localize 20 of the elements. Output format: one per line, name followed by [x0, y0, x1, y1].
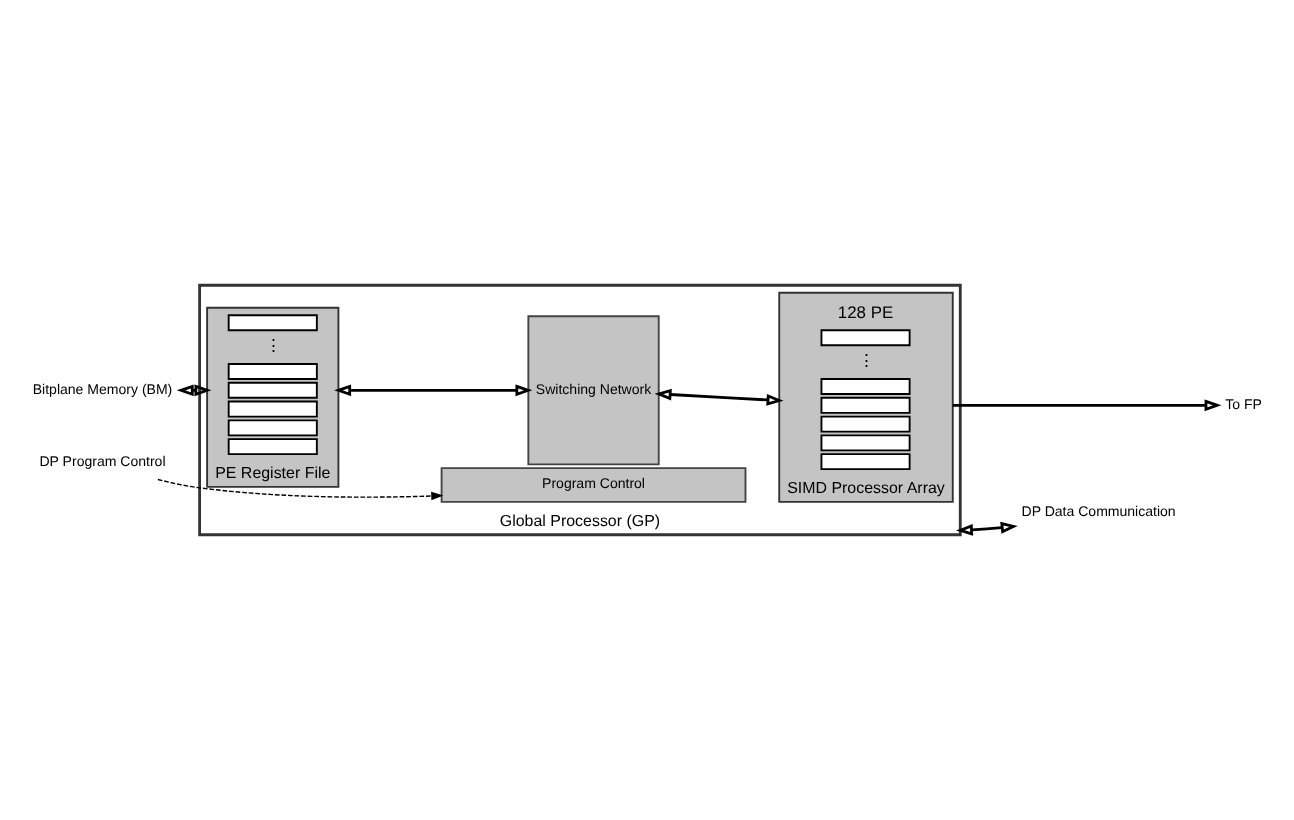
arrow	[956, 521, 1018, 536]
node-box	[820, 378, 911, 395]
arrow	[654, 388, 784, 406]
arrow	[952, 399, 1222, 412]
node-box	[227, 363, 318, 380]
node-box	[227, 381, 318, 399]
node-box	[820, 434, 911, 452]
node-box	[820, 396, 911, 414]
label: ⋮	[264, 335, 281, 356]
node-box	[820, 453, 911, 471]
label: 128 PE	[837, 301, 894, 322]
node-box	[227, 314, 318, 332]
label: ⋮	[857, 350, 874, 371]
arrow	[334, 384, 533, 397]
node-box	[227, 400, 318, 418]
node-box	[227, 438, 318, 455]
node-box	[820, 415, 911, 433]
node-box	[820, 329, 911, 347]
arrow	[157, 478, 444, 501]
node-box	[227, 419, 318, 437]
